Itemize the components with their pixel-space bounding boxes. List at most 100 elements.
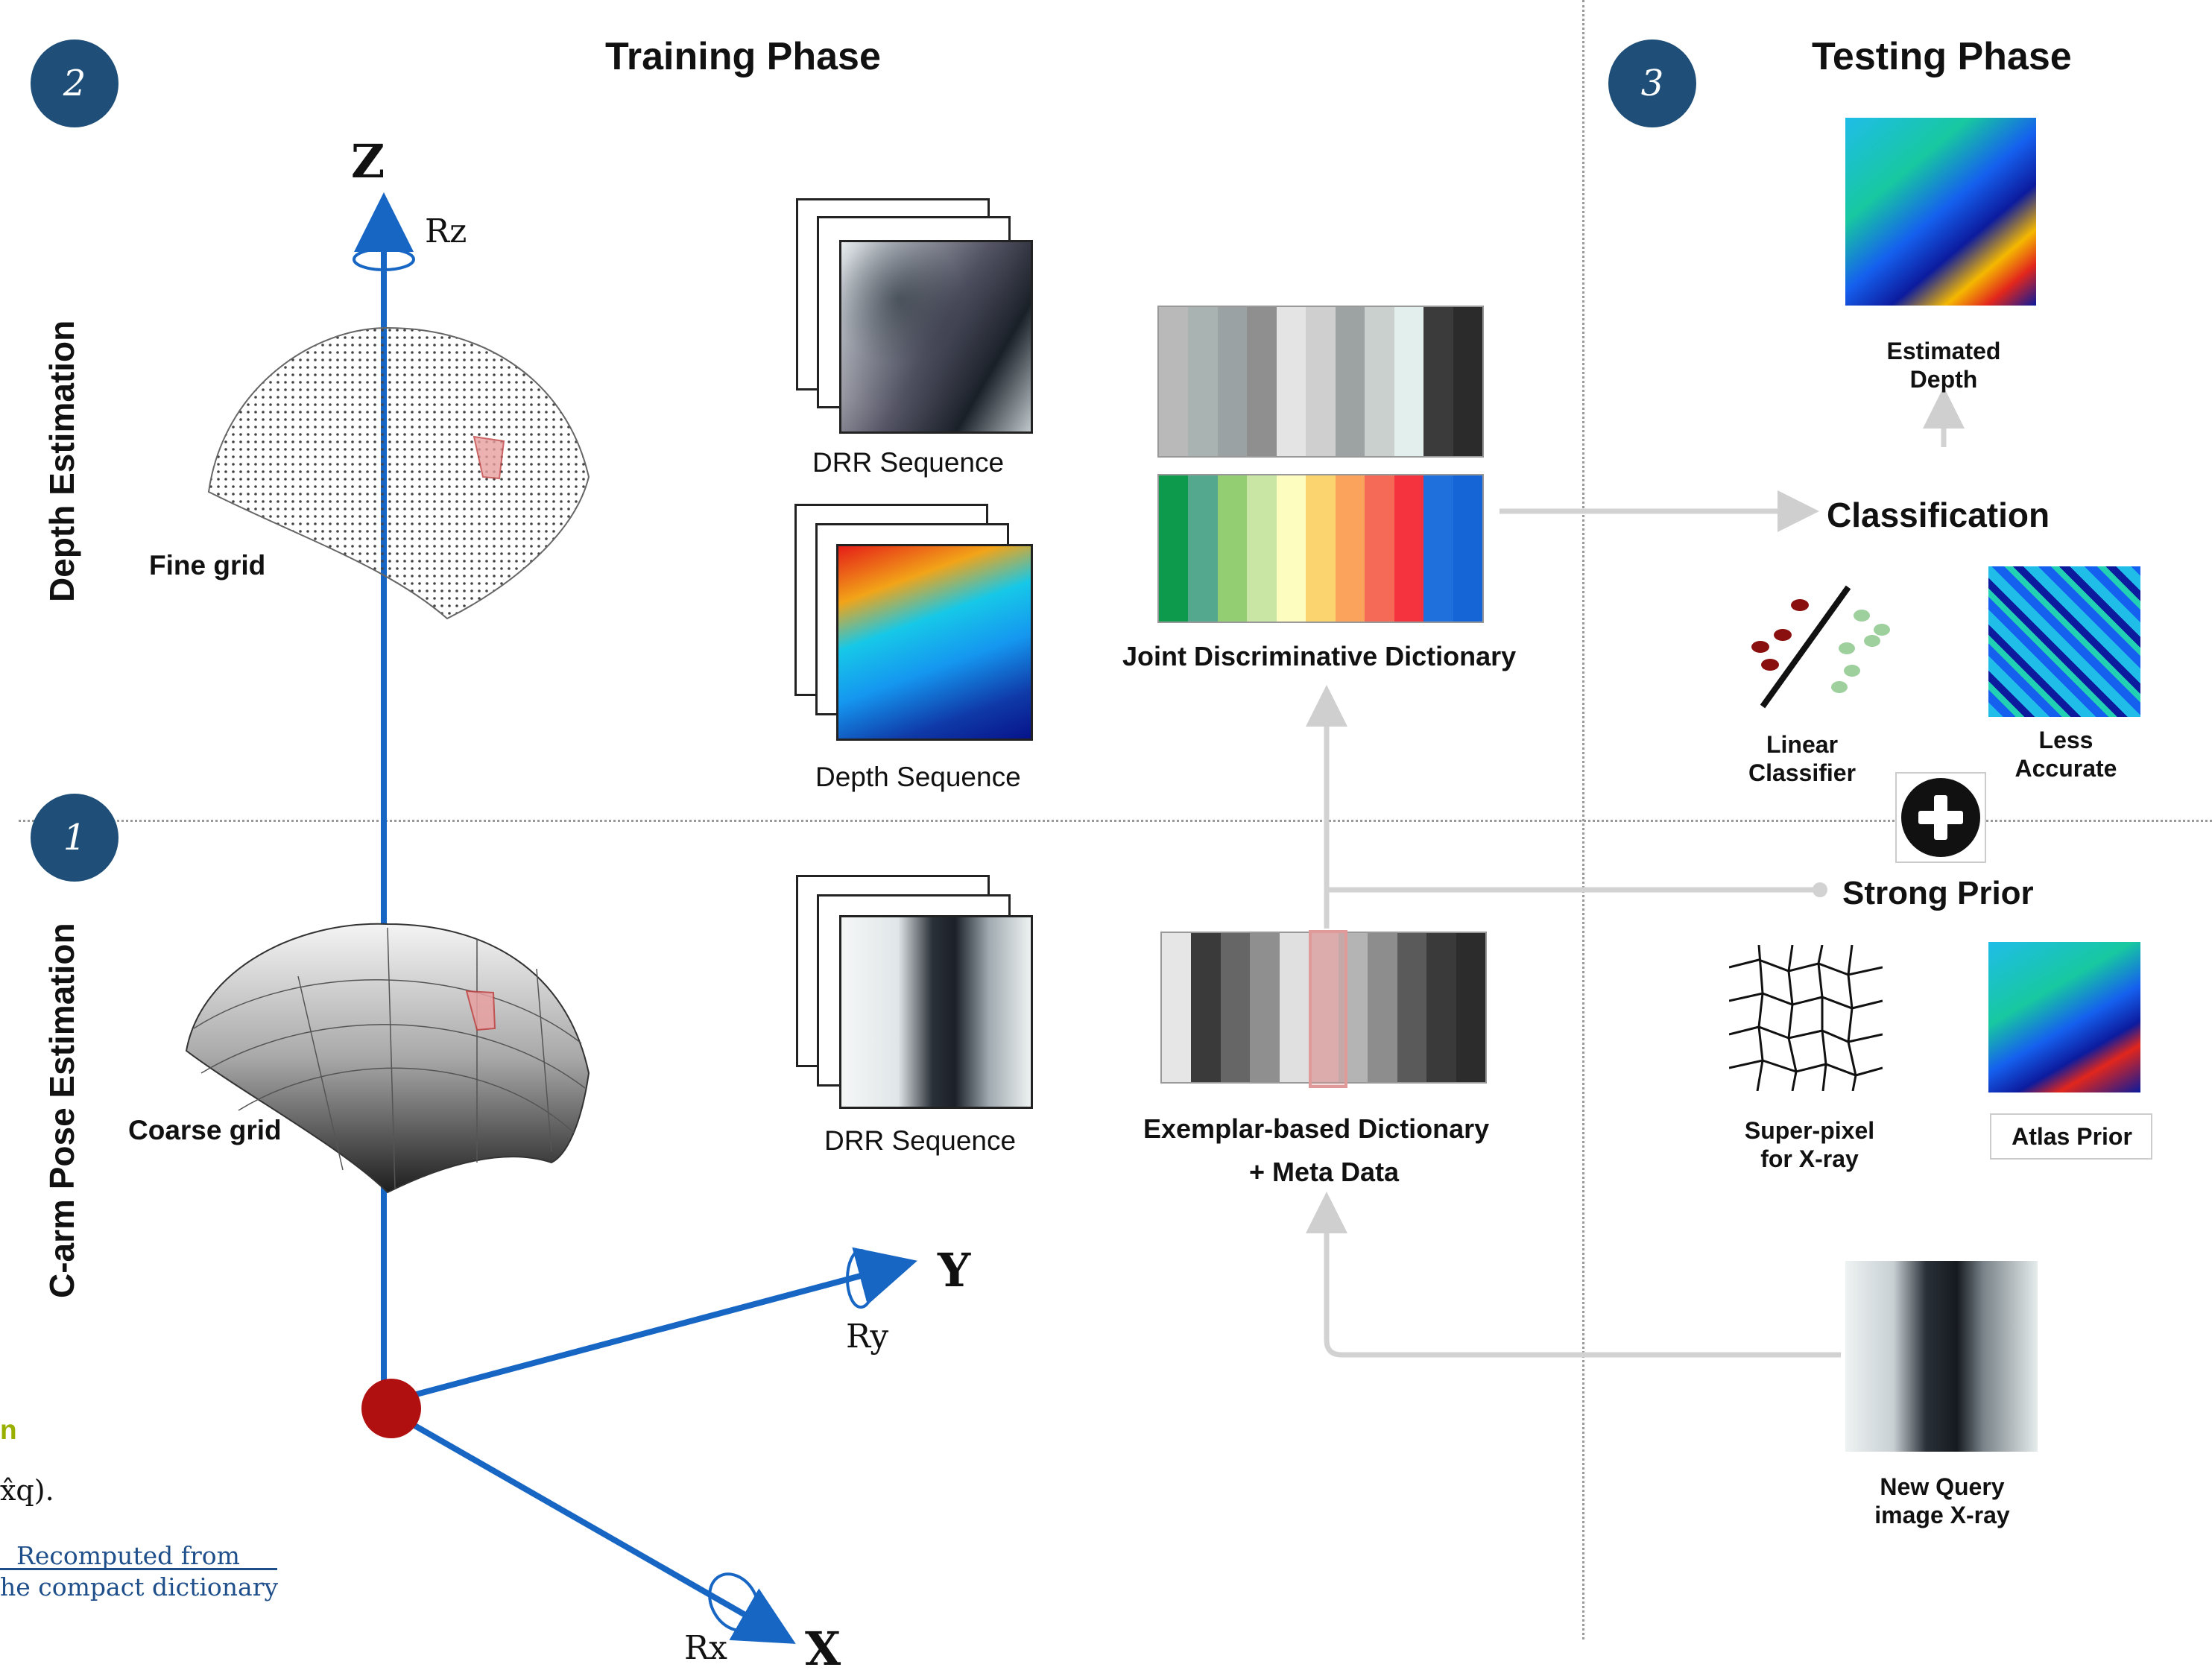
z-axis-label: Z	[351, 134, 385, 189]
y-axis	[390, 1247, 917, 1404]
drr-image-top	[839, 240, 1033, 434]
drr-sequence-top-label: DRR Sequence	[812, 447, 1005, 478]
margin-underline	[0, 1568, 277, 1570]
margin-recomputed-1: Recomputed from	[16, 1541, 240, 1570]
joint-gray-atom-7	[1365, 307, 1394, 456]
coarse-grid-label: Coarse grid	[128, 1115, 282, 1145]
joint-color-atom-6	[1335, 475, 1365, 622]
exemplar-atom-3	[1250, 933, 1280, 1082]
joint-dictionary-gray	[1157, 306, 1484, 458]
joint-dictionary-color	[1157, 474, 1484, 623]
superpixel-line2: for X-ray	[1760, 1145, 1859, 1172]
drr-sequence-bottom-label: DRR Sequence	[824, 1125, 1017, 1156]
x-axis-label: X	[805, 1622, 841, 1676]
exemplar-atom-7	[1368, 933, 1397, 1082]
joint-color-atom-0	[1159, 475, 1189, 622]
margin-fragment: n	[0, 1414, 17, 1445]
exemplar-atom-6	[1338, 933, 1368, 1082]
joint-color-atom-1	[1188, 475, 1218, 622]
coarse-grid-highlight	[465, 990, 496, 1031]
linear-classifier-icon	[1751, 585, 1890, 709]
origin-point	[361, 1379, 421, 1438]
drr-image-bottom	[839, 915, 1033, 1109]
classification-label: Classification	[1827, 496, 2050, 534]
query-line2: image X-ray	[1874, 1502, 2010, 1528]
exemplar-label-1: Exemplar-based Dictionary	[1143, 1113, 1490, 1144]
less-accurate-line2: Accurate	[2014, 755, 2117, 782]
linear-classifier-line2: Classifier	[1748, 759, 1856, 786]
joint-gray-atom-0	[1159, 307, 1189, 456]
joint-gray-atom-9	[1423, 307, 1453, 456]
joint-gray-atom-1	[1188, 307, 1218, 456]
coarse-grid-dome	[185, 923, 590, 1194]
query-line1: New Query	[1880, 1473, 2005, 1500]
rz-label: Rz	[425, 212, 467, 250]
joint-color-atom-10	[1453, 475, 1482, 622]
badge-training: 2	[31, 39, 118, 127]
joint-gray-atom-4	[1276, 307, 1306, 456]
joint-gray-atom-5	[1306, 307, 1336, 456]
atlas-prior-box	[1990, 1113, 2152, 1160]
exemplar-atom-2	[1220, 933, 1251, 1082]
ry-rotation-icon	[846, 1249, 876, 1309]
margin-formula: x̂q).	[0, 1474, 54, 1507]
rx-rotation-icon	[708, 1572, 760, 1632]
section-separator	[19, 820, 2212, 822]
plus-icon	[1895, 772, 1986, 863]
less-accurate-label: Less Accurate	[1991, 726, 2140, 782]
query-xray-image	[1845, 1261, 2038, 1452]
fine-grid-dome	[207, 326, 590, 620]
fine-grid-highlight	[473, 435, 505, 480]
joint-color-atom-7	[1365, 475, 1394, 622]
joint-dictionary-label: Joint Discriminative Dictionary	[1122, 641, 1517, 671]
joint-gray-atom-8	[1394, 307, 1424, 456]
linear-classifier-label: Linear Classifier	[1728, 730, 1877, 787]
rx-label: Rx	[684, 1629, 727, 1667]
exemplar-atom-10	[1456, 933, 1485, 1082]
joint-color-atom-3	[1247, 475, 1277, 622]
estimated-depth-line2: Depth	[1909, 366, 1978, 393]
estimated-depth-line1: Estimated	[1886, 338, 2001, 364]
testing-phase-title: Testing Phase	[1812, 35, 2072, 78]
badge-testing: 3	[1608, 39, 1696, 127]
exemplar-label-2: + Meta Data	[1249, 1157, 1400, 1187]
less-accurate-image	[1988, 566, 2140, 717]
exemplar-atom-5	[1309, 933, 1339, 1082]
joint-gray-atom-10	[1453, 307, 1482, 456]
linear-classifier-line1: Linear	[1766, 731, 1839, 758]
depth-image	[836, 544, 1033, 741]
exemplar-atom-8	[1397, 933, 1427, 1082]
exemplar-atom-9	[1426, 933, 1456, 1082]
joint-gray-atom-3	[1247, 307, 1277, 456]
ry-label: Ry	[846, 1318, 889, 1356]
exemplar-atom-0	[1162, 933, 1192, 1082]
superpixel-line1: Super-pixel	[1744, 1117, 1875, 1144]
coordinate-diagram	[185, 192, 917, 1644]
superpixel-image	[1729, 945, 1883, 1091]
joint-color-atom-5	[1306, 475, 1336, 622]
superpixel-label: Super-pixel for X-ray	[1735, 1116, 1884, 1173]
badge-pose: 1	[31, 794, 118, 882]
y-axis-label: Y	[938, 1243, 971, 1297]
training-phase-title: Training Phase	[605, 35, 881, 78]
exemplar-atom-1	[1191, 933, 1221, 1082]
fine-grid-label: Fine grid	[149, 550, 266, 581]
estimated-depth-label: Estimated Depth	[1869, 337, 2018, 393]
depth-sequence-label: Depth Sequence	[815, 762, 1021, 792]
exemplar-atom-4	[1279, 933, 1309, 1082]
joint-gray-atom-2	[1217, 307, 1248, 456]
query-label: New Query image X-ray	[1868, 1473, 2017, 1529]
atlas-prior-label: Atlas Prior	[2012, 1123, 2132, 1150]
joint-color-atom-2	[1217, 475, 1248, 622]
strong-prior-label: Strong Prior	[1842, 875, 2034, 911]
rz-rotation-icon	[353, 247, 415, 271]
joint-color-atom-9	[1423, 475, 1453, 622]
less-accurate-line1: Less	[2038, 727, 2094, 753]
atlas-prior-image	[1988, 942, 2140, 1092]
joint-color-atom-4	[1276, 475, 1306, 622]
margin-recomputed-2: he compact dictionary	[0, 1572, 279, 1601]
exemplar-highlight	[1309, 930, 1347, 1088]
joint-gray-atom-6	[1335, 307, 1365, 456]
estimated-depth-image	[1845, 118, 2036, 306]
